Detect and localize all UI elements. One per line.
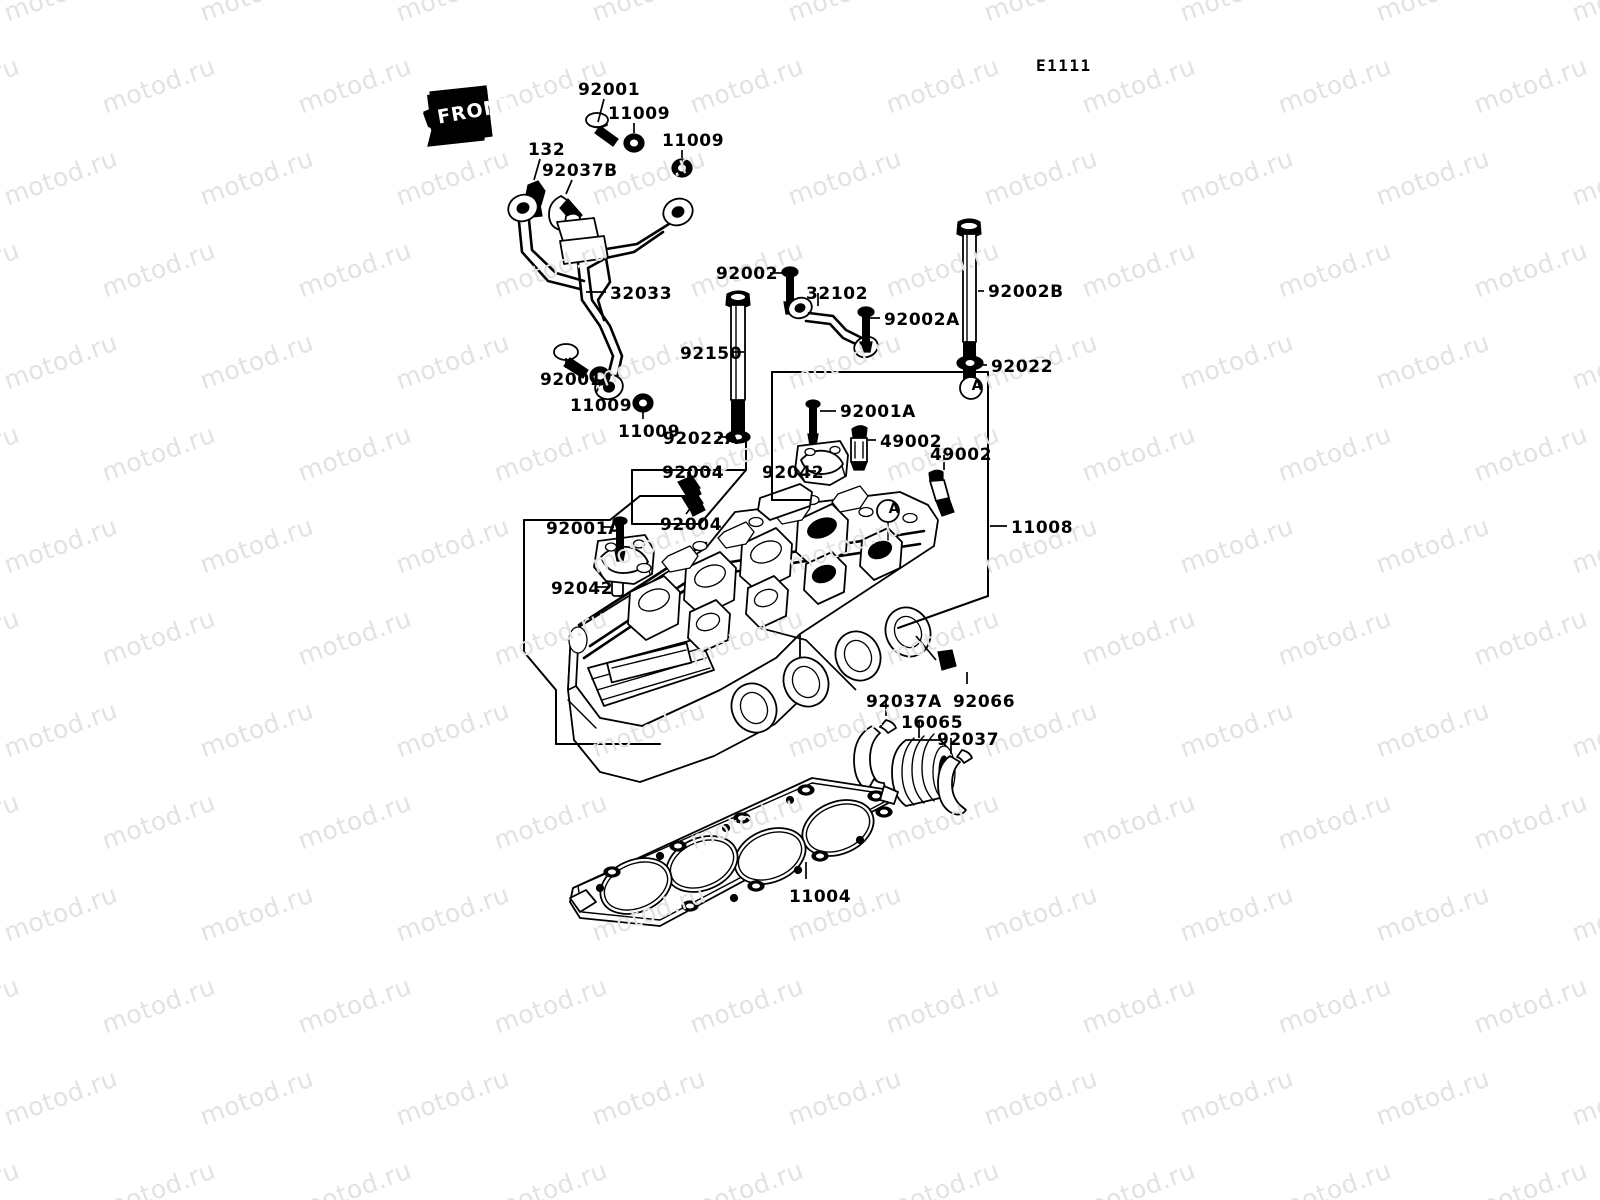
reference-marker-A-head bbox=[876, 499, 900, 541]
callout-92150: 92150 bbox=[680, 344, 743, 364]
callout-92042_r: 92042 bbox=[762, 463, 825, 483]
callout-92037: 92037 bbox=[937, 730, 1000, 750]
callout-132: 132 bbox=[528, 140, 566, 160]
callout-11009b: 11009 bbox=[662, 131, 725, 151]
callout-49002b: 49002 bbox=[930, 445, 993, 465]
callout-92001A_l: 92001A bbox=[546, 519, 622, 539]
reference-marker-A-right bbox=[959, 371, 983, 400]
callout-92002: 92002 bbox=[716, 264, 779, 284]
bolt-92001A-left bbox=[612, 516, 628, 562]
callout-49002a: 49002 bbox=[880, 432, 943, 452]
callout-32033: 32033 bbox=[610, 284, 673, 304]
front-arrow-label: FRONT bbox=[435, 93, 516, 129]
gasket-washer-11009-a bbox=[623, 133, 645, 153]
valve-gear-detail bbox=[627, 483, 918, 653]
callout-92004b: 92004 bbox=[660, 515, 723, 535]
plug-92066 bbox=[937, 649, 957, 671]
callout-11004: 11004 bbox=[789, 887, 852, 907]
callout-92037B: 92037B bbox=[542, 161, 618, 181]
callout-11009d: 11009 bbox=[618, 422, 681, 442]
reference-marker-a-head-text: A bbox=[888, 501, 900, 517]
callout-92022A: 92022A bbox=[663, 429, 739, 449]
callout-92042_l: 92042 bbox=[551, 579, 614, 599]
callout-11009a: 11009 bbox=[608, 104, 671, 124]
callout-92066: 92066 bbox=[953, 692, 1016, 712]
reference-marker-a-right-text: A bbox=[971, 378, 983, 394]
callout-92001b: 92001 bbox=[540, 370, 603, 390]
bolt-92002A bbox=[857, 306, 875, 353]
breather-valve-49002-a bbox=[850, 425, 868, 471]
callout-92022: 92022 bbox=[991, 357, 1054, 377]
figure-code: E1111 bbox=[1036, 56, 1092, 75]
front-arrow-banner bbox=[423, 85, 493, 147]
gasket-washer-11009-d bbox=[632, 393, 654, 413]
bolt-92001A-right bbox=[805, 399, 821, 447]
breather-valve-49002-b bbox=[928, 469, 955, 517]
callout-92002A: 92002A bbox=[884, 310, 960, 330]
clamp-92037 bbox=[937, 749, 973, 816]
gasket-washer-11009-c bbox=[589, 366, 611, 386]
gasket-washer-11009-b bbox=[671, 158, 693, 178]
callout-92037A: 92037A bbox=[866, 692, 942, 712]
callout-92001A_r: 92001A bbox=[840, 402, 916, 422]
callout-11008: 11008 bbox=[1011, 518, 1074, 538]
callout-92004a: 92004 bbox=[662, 463, 725, 483]
head-front-emboss bbox=[587, 637, 715, 707]
washer-92022 bbox=[956, 355, 984, 371]
camshaft-cap-right bbox=[794, 440, 849, 486]
callout-92001: 92001 bbox=[578, 80, 641, 100]
callout-11009c: 11009 bbox=[570, 396, 633, 416]
washer-92022A bbox=[725, 430, 751, 444]
callout-92002B: 92002B bbox=[988, 282, 1064, 302]
head-gasket-11004 bbox=[569, 777, 899, 927]
oil-pipe-32033 bbox=[507, 193, 694, 401]
leader-lines bbox=[533, 98, 1007, 879]
intake-ports bbox=[730, 606, 932, 734]
callout-32102: 32102 bbox=[806, 284, 869, 304]
callout-16065: 16065 bbox=[901, 713, 964, 733]
